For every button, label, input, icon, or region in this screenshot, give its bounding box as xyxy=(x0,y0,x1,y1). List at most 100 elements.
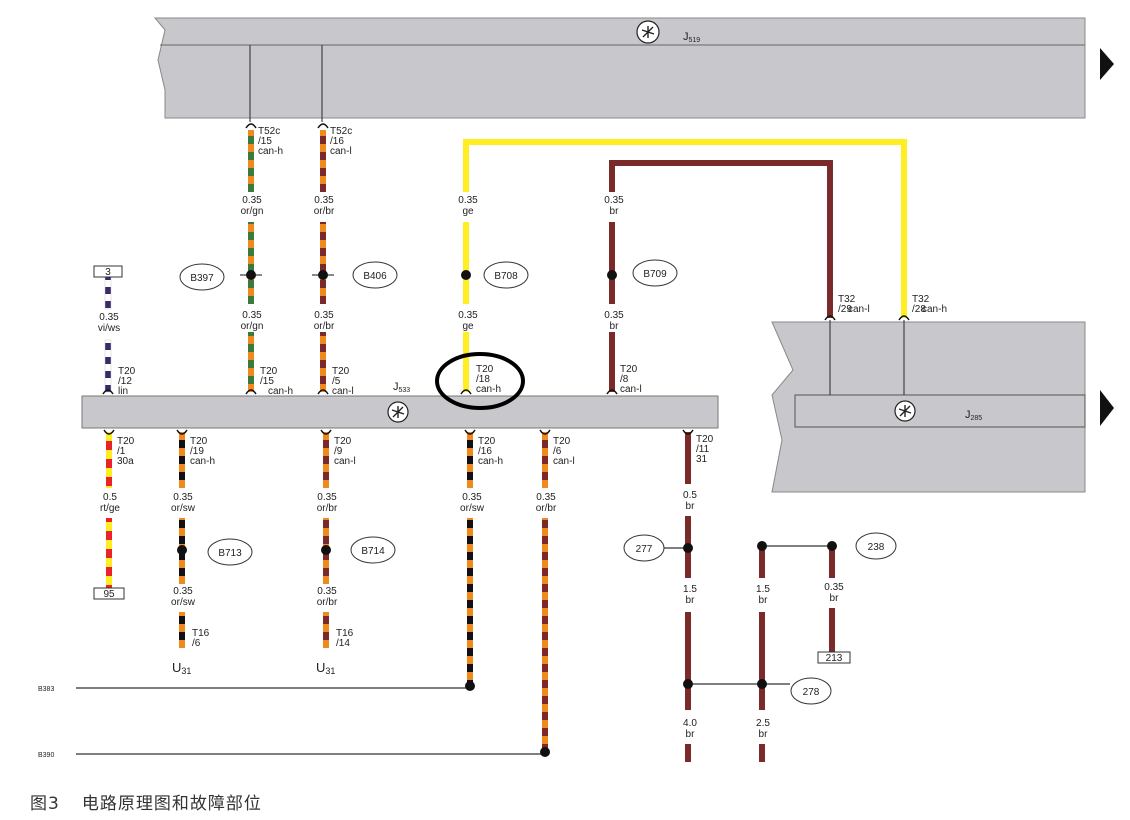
wire-or-sw xyxy=(467,518,473,684)
box-3: 3 xyxy=(93,265,123,278)
wire-or-br xyxy=(320,130,326,192)
wire-br xyxy=(609,160,833,318)
module-j519: J519 xyxy=(153,17,1086,119)
svg-text:B713: B713 xyxy=(218,548,242,559)
svg-text:B709: B709 xyxy=(643,269,667,280)
connector-b406: B406 xyxy=(352,261,398,289)
svg-text:B397: B397 xyxy=(190,273,214,284)
box-95: 95 xyxy=(93,587,125,600)
module-j533: J533 xyxy=(81,381,719,429)
box-213: 213 xyxy=(817,651,851,664)
module-j285: J285 xyxy=(771,321,1086,493)
svg-text:1.5br: 1.5br xyxy=(756,584,770,606)
svg-text:238: 238 xyxy=(868,542,885,553)
figure-caption: 图3 电路原理图和故障部位 xyxy=(30,789,284,814)
wire-rt-ge xyxy=(106,518,112,588)
line-label-b383: B383 xyxy=(38,686,54,693)
svg-text:J519: J519 xyxy=(683,31,700,44)
svg-text:3: 3 xyxy=(105,267,111,278)
svg-text:213: 213 xyxy=(826,653,843,664)
wire-or-gn xyxy=(248,222,254,304)
connector-b397: B397 xyxy=(179,263,225,291)
connector-b708: B708 xyxy=(483,261,529,289)
svg-text:T16/14: T16/14 xyxy=(336,628,354,649)
svg-text:B714: B714 xyxy=(361,546,385,557)
wire-vi-ws xyxy=(104,339,112,393)
wire-or-br xyxy=(323,432,329,488)
connector-b709: B709 xyxy=(632,259,678,287)
svg-text:T32/29can-l: T32/29can-l xyxy=(838,294,870,315)
wire-or-gn xyxy=(248,130,254,192)
wire-or-sw xyxy=(179,432,185,488)
svg-text:95: 95 xyxy=(103,589,115,600)
component-u31: U31 xyxy=(172,660,191,676)
svg-text:0.5br: 0.5br xyxy=(683,490,697,512)
svg-text:T20/8can-l: T20/8can-l xyxy=(620,364,642,395)
svg-text:T16/6: T16/6 xyxy=(192,628,210,649)
figure-title: 电路原理图和故障部位 xyxy=(81,794,262,814)
connector-b713: B713 xyxy=(207,538,253,566)
wire-or-br xyxy=(320,332,326,392)
svg-text:1.5br: 1.5br xyxy=(683,584,697,606)
wire-or-sw xyxy=(179,612,185,648)
wire-or-br xyxy=(323,612,329,648)
wire-or-br xyxy=(542,518,548,750)
wire-vi-ws xyxy=(104,276,112,310)
reference-boxes: 3 95 213 xyxy=(93,265,851,664)
connector-b714: B714 xyxy=(350,536,396,564)
component-labels: U31 U31 B383 B390 xyxy=(38,660,335,759)
svg-text:T32/28can-h: T32/28can-h xyxy=(912,294,947,315)
wire-or-gn xyxy=(248,332,254,392)
ground-star-icon xyxy=(894,400,916,422)
ground-star-icon xyxy=(636,20,660,44)
arrow-right-icon xyxy=(1100,390,1114,426)
connector-278: 278 xyxy=(790,677,832,705)
svg-text:T20/9can-l: T20/9can-l xyxy=(334,436,356,467)
circuit-diagram: J519 J533 J285 xyxy=(38,17,1114,762)
component-u31: U31 xyxy=(316,660,335,676)
wire-ge xyxy=(463,139,907,318)
svg-text:B406: B406 xyxy=(363,271,387,282)
svg-text:2.5br: 2.5br xyxy=(756,718,770,740)
line-label-b390: B390 xyxy=(38,752,54,759)
figure-number: 图3 xyxy=(30,794,60,814)
svg-text:J533: J533 xyxy=(393,381,410,394)
ground-star-icon xyxy=(387,401,409,423)
svg-text:278: 278 xyxy=(803,687,820,698)
svg-text:J285: J285 xyxy=(965,409,982,422)
connector-277: 277 xyxy=(623,534,665,562)
splice-nodes xyxy=(102,123,910,757)
wires xyxy=(76,45,907,762)
arrow-right-icon xyxy=(1100,48,1114,80)
svg-text:0.5rt/ge: 0.5rt/ge xyxy=(100,492,120,514)
wire-or-br xyxy=(320,222,326,304)
